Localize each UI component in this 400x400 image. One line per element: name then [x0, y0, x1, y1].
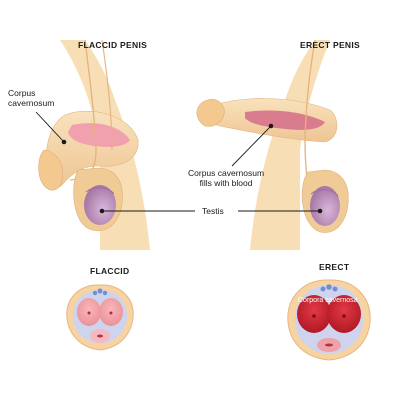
label-fills-line1: Corpus cavernosum: [188, 168, 265, 178]
erect-cross-section: [287, 279, 371, 361]
label-fills-line2: fills with blood: [199, 178, 253, 188]
label-corpus-fills-blood: Corpus cavernosum fills with blood: [188, 168, 264, 188]
label-corpus-cavernosum: Corpus cavernosum: [8, 88, 54, 108]
title-flaccid: FLACCID: [90, 266, 130, 276]
pointer-lines: [35, 111, 320, 212]
corpus-cavernosum-pointer: [35, 111, 65, 143]
title-erect-penis: ERECT PENIS: [300, 40, 360, 50]
label-corpus-line1: Corpus: [8, 88, 36, 98]
flaccid-penis-illustration: [38, 39, 150, 250]
title-flaccid-penis: FLACCID PENIS: [78, 40, 148, 50]
label-corpus-line2: cavernosum: [8, 98, 55, 108]
erect-penis-illustration: [196, 39, 349, 250]
label-testis: Testis: [202, 206, 224, 216]
filled-corpus-pointer: [231, 125, 272, 167]
label-corpora-cavernosa: Corpora cavernosa: [298, 297, 358, 304]
flaccid-cross-section: [66, 284, 134, 351]
pointer-dots: [61, 123, 323, 214]
title-erect: ERECT: [319, 262, 350, 272]
